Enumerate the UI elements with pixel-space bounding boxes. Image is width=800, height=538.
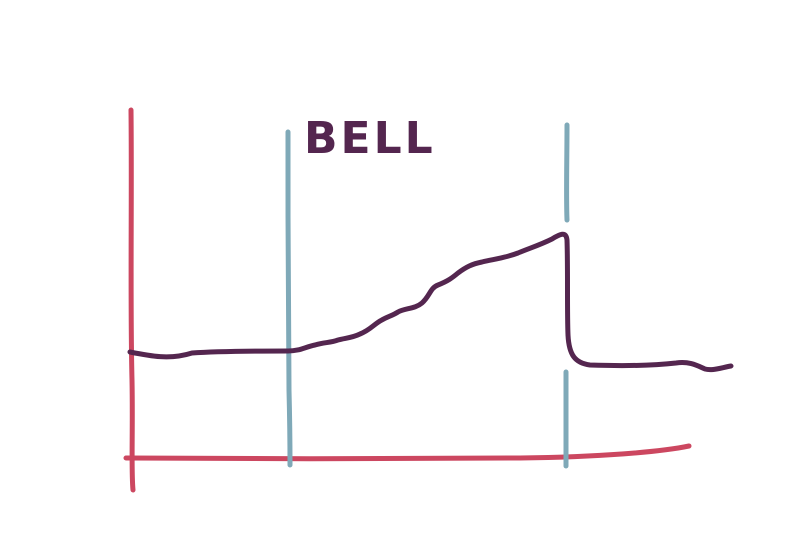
bell-label: BELL <box>304 113 436 164</box>
vertical-axis <box>128 107 136 493</box>
response-curve <box>127 231 734 373</box>
horizontal-axis <box>123 443 692 462</box>
marker-line-left <box>285 129 293 468</box>
